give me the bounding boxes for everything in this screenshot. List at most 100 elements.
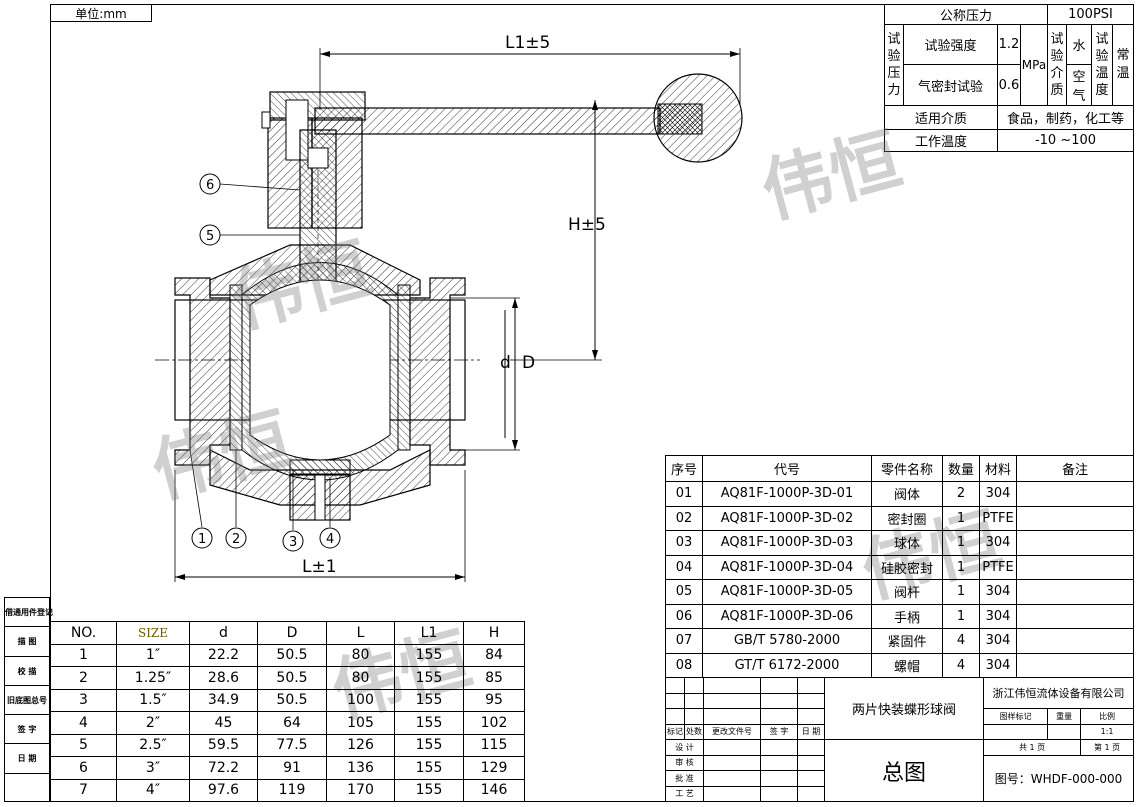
table-cell: 102 xyxy=(463,711,525,735)
rev-header: 更改文件号 xyxy=(703,723,761,740)
table-cell xyxy=(1016,579,1134,605)
diameter-dimensions: d D xyxy=(450,297,535,451)
unit-label: 单位:mm xyxy=(50,4,152,22)
table-cell: 80 xyxy=(326,666,395,690)
table-cell: 45 xyxy=(189,711,258,735)
table-cell: 03 xyxy=(665,530,703,556)
header-remark: 备注 xyxy=(1016,455,1134,482)
pattern-mark: 图样标记 xyxy=(982,708,1049,725)
table-cell: 螺帽 xyxy=(871,652,943,678)
table-cell xyxy=(1016,481,1134,507)
table-cell: 02 xyxy=(665,505,703,531)
table-cell: 6 xyxy=(50,756,117,780)
drawing-number: 图号：WHDF-000-000 xyxy=(983,754,1134,802)
spec-table: 公称压力 100PSI 试验压力 试验强度 1.2 MPa 试验介质 水 试验温… xyxy=(884,3,1134,153)
title-block: 两片快装蝶形球阀 浙江伟恒流体设备有限公司 图样标记 重量 比例 标记 处数 更… xyxy=(665,677,1134,802)
table-cell xyxy=(1016,652,1134,678)
table-cell: 91 xyxy=(257,756,327,780)
table-cell: 126 xyxy=(326,733,395,757)
svg-text:5: 5 xyxy=(206,229,214,244)
table-cell: 2 xyxy=(942,481,980,507)
side-label: 旧底图总号 xyxy=(5,686,49,716)
header-L: L xyxy=(326,621,395,645)
table-cell: 155 xyxy=(394,778,464,802)
table-cell: GT/T 6172-2000 xyxy=(702,652,872,678)
dimension-table-header: NO. SIZE d D L L1 H xyxy=(50,621,525,645)
test-temp-value: 常温 xyxy=(1112,24,1134,106)
valve-section-drawing: L1±5 H±5 xyxy=(155,33,743,582)
table-cell: AQ81F-1000P-3D-02 xyxy=(702,505,872,531)
side-label: 校 描 xyxy=(5,657,49,686)
table-cell: 06 xyxy=(665,603,703,629)
table-cell: 50.5 xyxy=(257,643,327,667)
table-cell: AQ81F-1000P-3D-01 xyxy=(702,481,872,507)
table-cell: 04 xyxy=(665,554,703,580)
callout-1: 1 xyxy=(189,449,213,549)
table-cell: 129 xyxy=(463,756,525,780)
table-cell: 59.5 xyxy=(189,733,258,757)
table-cell xyxy=(1016,628,1134,654)
table-cell: 77.5 xyxy=(257,733,327,757)
table-cell: 72.2 xyxy=(189,756,258,780)
svg-text:2: 2 xyxy=(232,532,240,547)
table-cell: 22.2 xyxy=(189,643,258,667)
work-temp-value: -10 ~100 xyxy=(997,128,1134,153)
table-cell: 05 xyxy=(665,579,703,605)
svg-text:3: 3 xyxy=(289,535,297,550)
rev-header: 签 字 xyxy=(760,723,798,740)
table-cell: AQ81F-1000P-3D-04 xyxy=(702,554,872,580)
table-cell: AQ81F-1000P-3D-03 xyxy=(702,530,872,556)
header-qty: 数量 xyxy=(942,455,980,482)
table-cell xyxy=(1016,603,1134,629)
table-cell: 136 xyxy=(326,756,395,780)
table-cell: 1.25″ xyxy=(116,666,190,690)
table-cell: PTFE xyxy=(979,554,1017,580)
valve-body xyxy=(174,262,466,521)
header-D: D xyxy=(257,621,327,645)
table-cell: 80 xyxy=(326,643,395,667)
table-cell: 1 xyxy=(942,603,980,629)
table-cell: 1 xyxy=(942,579,980,605)
h-label: H±5 xyxy=(568,215,606,235)
company-name: 浙江伟恒流体设备有限公司 xyxy=(983,677,1134,709)
table-cell: 1 xyxy=(942,505,980,531)
table-cell: 155 xyxy=(394,733,464,757)
table-cell: 95 xyxy=(463,688,525,712)
handle xyxy=(314,73,743,163)
page-number: 第 1 页 xyxy=(1080,739,1134,756)
table-cell: 28.6 xyxy=(189,666,258,690)
l1-label: L1±5 xyxy=(505,33,550,53)
table-cell: 07 xyxy=(665,628,703,654)
table-cell: 手柄 xyxy=(871,603,943,629)
header-seq: 序号 xyxy=(665,455,703,482)
table-cell: 105 xyxy=(326,711,395,735)
strength-value: 1.2 xyxy=(997,24,1021,66)
table-cell: 170 xyxy=(326,778,395,802)
table-cell: 1″ xyxy=(116,643,190,667)
table-cell: 阀体 xyxy=(871,481,943,507)
table-cell: 5 xyxy=(50,733,117,757)
table-cell: 4 xyxy=(942,628,980,654)
table-cell: 阀杆 xyxy=(871,579,943,605)
drawing-title: 总图 xyxy=(824,739,984,802)
table-cell: 304 xyxy=(979,628,1017,654)
header-part-name: 零件名称 xyxy=(871,455,943,482)
table-cell: 100 xyxy=(326,688,395,712)
table-cell: 3″ xyxy=(116,756,190,780)
l-dimension: L±1 xyxy=(174,470,466,582)
table-cell: 球体 xyxy=(871,530,943,556)
table-cell: 155 xyxy=(394,666,464,690)
table-cell: AQ81F-1000P-3D-05 xyxy=(702,579,872,605)
table-cell: 155 xyxy=(394,711,464,735)
role-label: 批 准 xyxy=(665,770,704,787)
svg-text:4: 4 xyxy=(326,532,334,547)
